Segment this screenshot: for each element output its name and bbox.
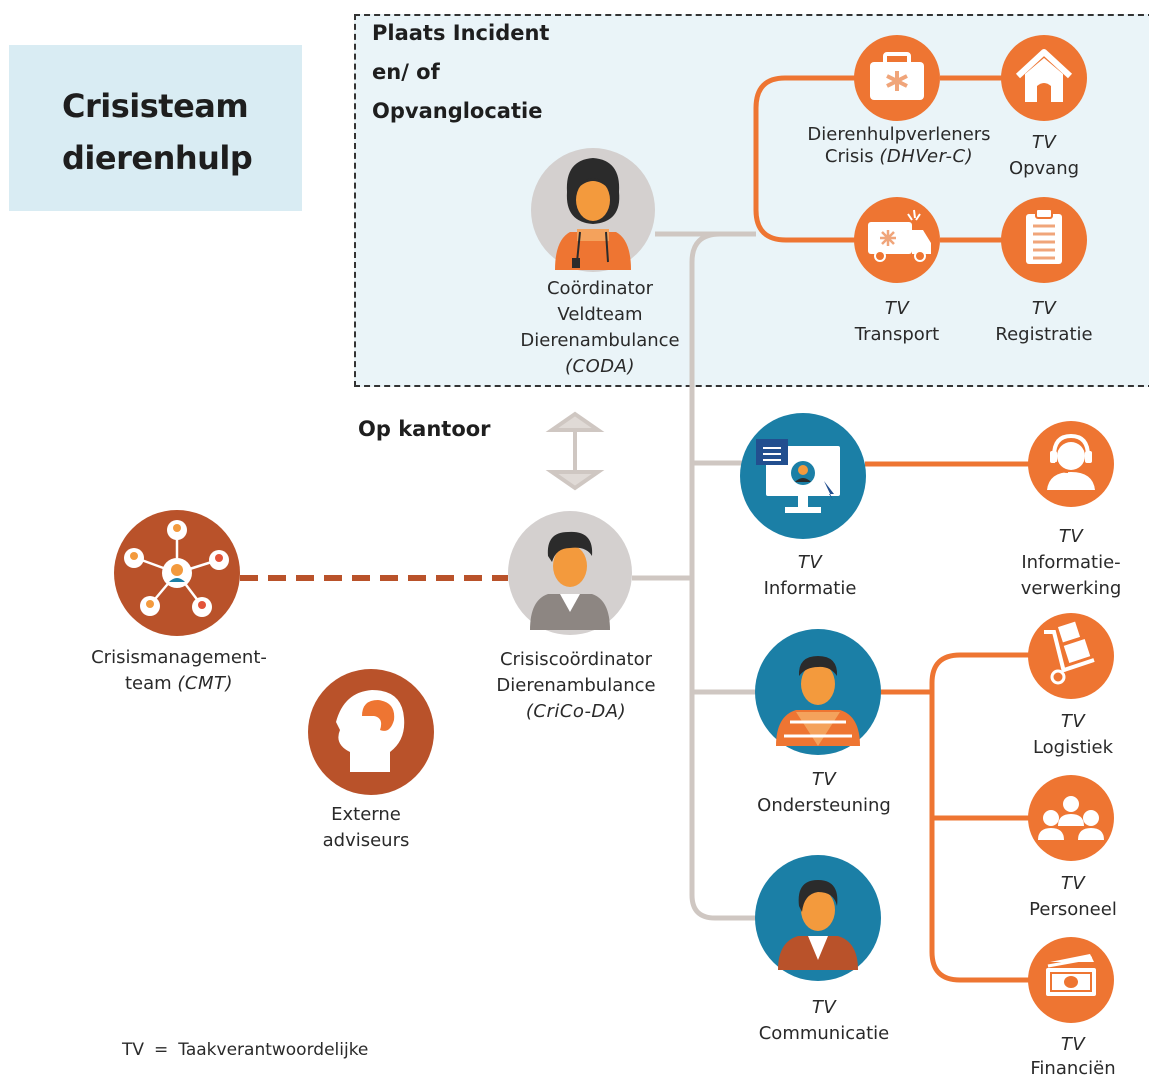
informatie-label: TV Informatie [764, 550, 857, 602]
page-title: Crisisteam dierenhulp [62, 80, 253, 184]
cmt-team: team [124, 673, 172, 694]
clipboard-icon [1001, 197, 1087, 283]
crico-line-2: Dierenambulance [496, 675, 656, 696]
opvang-label: TV Opvang [1009, 130, 1079, 182]
grey-connectors [632, 231, 760, 921]
informatieverwerking-tv: TV [1058, 526, 1084, 547]
coda-label: Coördinator Veldteam Dierenambulance (CO… [520, 276, 679, 380]
ondersteuning-tv: TV [811, 769, 837, 790]
hand-truck-icon [1028, 613, 1114, 699]
personeel-label: TV Personeel [1029, 871, 1117, 923]
legend-abbr: TV [122, 1040, 145, 1060]
personeel-name: Personeel [1029, 899, 1117, 920]
legend-equals: = [154, 1040, 169, 1060]
title-line-2: dierenhulp [62, 139, 253, 177]
connector-field-branch [753, 75, 855, 243]
cmt-label: Crisismanagement- team (CMT) [91, 645, 267, 697]
double-arrow-icon [545, 411, 605, 491]
head-brain-icon [308, 669, 434, 795]
registratie-label: TV Registratie [995, 296, 1092, 348]
legend: TV = Taakverantwoordelijke [122, 1040, 368, 1060]
medical-case-icon [854, 35, 940, 121]
transport-tv: TV [884, 298, 910, 319]
informatieverwerking-line-2: verwerking [1020, 578, 1122, 599]
dhver-abbr: (DHVer-C) [879, 146, 974, 167]
cmt-line-2: team (CMT) [91, 671, 267, 697]
network-people-icon [114, 510, 240, 636]
opvang-tv: TV [1031, 132, 1057, 153]
externe-line-1: Externe [331, 804, 401, 825]
logistiek-name: Logistiek [1032, 737, 1114, 758]
coda-avatar-icon [531, 148, 655, 272]
orange-connectors [753, 75, 1030, 983]
legend-meaning: Taakverantwoordelijke [178, 1040, 369, 1060]
financien-tv: TV [1060, 1034, 1086, 1055]
ambulance-icon [854, 197, 940, 283]
registratie-tv: TV [1031, 298, 1057, 319]
incident-label-line-1: Plaats Incident [372, 21, 550, 45]
opvang-name: Opvang [1008, 158, 1080, 179]
coda-line-3: Dierenambulance [520, 330, 680, 351]
house-icon [1001, 35, 1087, 121]
financien-label: TV Financiën [1030, 1033, 1115, 1081]
title-box [9, 45, 302, 211]
ondersteuning-avatar-icon [755, 629, 881, 755]
transport-label: TV Transport [855, 296, 939, 348]
registratie-name: Registratie [995, 324, 1093, 345]
cmt-line-1: Crisismanagement- [91, 647, 267, 668]
externe-label: Externe adviseurs [323, 802, 410, 854]
informatieverwerking-line-1: Informatie- [1021, 552, 1121, 573]
title-line-1: Crisisteam [62, 87, 249, 125]
group-people-icon [1028, 775, 1114, 861]
communicatie-tv: TV [811, 997, 837, 1018]
logistiek-tv: TV [1060, 711, 1086, 732]
ondersteuning-name: Ondersteuning [757, 795, 891, 816]
cmt-abbr: (CMT) [177, 673, 234, 694]
ondersteuning-label: TV Ondersteuning [757, 767, 891, 819]
dhver-line-1: Dierenhulpverleners [807, 124, 991, 145]
headset-operator-icon [1028, 421, 1114, 507]
communicatie-name: Communicatie [758, 1023, 890, 1044]
crico-line-1: Crisiscoördinator [499, 649, 653, 670]
incident-label-line-2: en/ of [372, 60, 440, 84]
crico-abbr: (CriCo-DA) [525, 701, 627, 722]
dhver-label: Dierenhulpverleners Crisis (DHVer-C) [807, 124, 990, 168]
monitor-icon [740, 413, 866, 539]
dhver-line-2: Crisis (DHVer-C) [807, 146, 990, 168]
externe-line-2: adviseurs [322, 830, 410, 851]
dhver-crisis: Crisis [824, 146, 874, 167]
banknotes-icon [1028, 937, 1114, 1023]
coda-line-1: Coördinator [546, 278, 654, 299]
incident-label-line-3: Opvanglocatie [372, 99, 543, 123]
logistiek-label: TV Logistiek [1033, 709, 1113, 761]
crico-avatar-icon [508, 511, 632, 635]
coda-line-2: Veldteam [557, 304, 643, 325]
office-label: Op kantoor [358, 417, 491, 441]
financien-name: Financiën [1030, 1058, 1116, 1079]
informatieverwerking-label: TV Informatie- verwerking [1021, 524, 1122, 602]
informatie-tv: TV [797, 552, 823, 573]
informatie-name: Informatie [763, 578, 857, 599]
communicatie-avatar-icon [755, 855, 881, 981]
personeel-tv: TV [1060, 873, 1086, 894]
transport-name: Transport [854, 324, 940, 345]
communicatie-label: TV Communicatie [759, 995, 890, 1047]
incident-area-label: Plaats Incident en/ of Opvanglocatie [372, 14, 549, 131]
crico-label: Crisiscoördinator Dierenambulance (CriCo… [496, 647, 655, 725]
coda-abbr: (CODA) [565, 356, 635, 377]
